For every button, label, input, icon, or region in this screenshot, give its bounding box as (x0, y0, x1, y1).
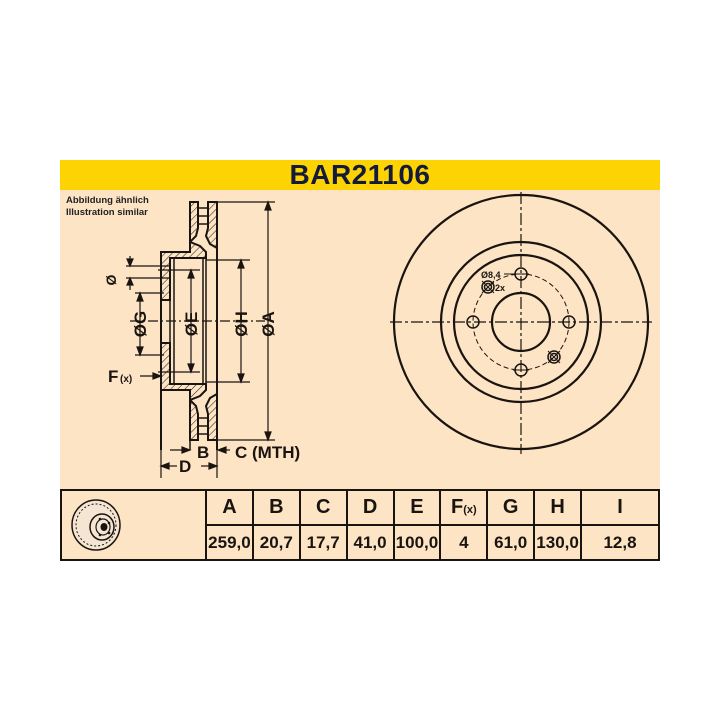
title-bar: BAR21106 (60, 160, 660, 190)
threaded-hole (481, 280, 495, 294)
part-number-title: BAR21106 (289, 159, 431, 190)
header-E: E (392, 489, 442, 526)
label-F: F (108, 367, 118, 386)
disc-thumbnail (60, 489, 207, 561)
label-H: ØH (232, 311, 251, 337)
label-G: ØG (131, 311, 150, 337)
value-D: 41,0 (345, 524, 395, 561)
value-G: 61,0 (486, 524, 536, 561)
dimension-table: A B C D E F(x) G H I 259,0 20,7 17,7 41,… (60, 489, 660, 561)
label-D: D (179, 457, 191, 476)
brake-disc-icon (71, 499, 121, 551)
illustration-note: Abbildung ähnlich Illustration similar (66, 195, 149, 219)
value-H: 130,0 (533, 524, 582, 561)
header-F: F(x) (439, 489, 489, 526)
value-F: 4 (439, 524, 489, 561)
header-B: B (251, 489, 301, 526)
header-H: H (533, 489, 582, 526)
front-view (390, 192, 652, 454)
header-G: G (486, 489, 536, 526)
hole-diameter-label: Ø8,4 (481, 270, 501, 280)
label-B: B (197, 443, 209, 462)
value-I: 12,8 (580, 524, 660, 561)
note-english: Illustration similar (66, 207, 148, 218)
hole-count-label: 2x (495, 283, 505, 293)
header-D: D (345, 489, 395, 526)
table-value-row: 259,0 20,7 17,7 41,0 100,0 4 61,0 130,0 … (61, 524, 660, 561)
label-C: C (MTH) (235, 443, 300, 462)
label-F-sub: (x) (120, 374, 132, 385)
value-E: 100,0 (392, 524, 442, 561)
label-hole-dia: Ø (103, 274, 119, 285)
value-A: 259,0 (205, 524, 254, 561)
note-german: Abbildung ähnlich (66, 195, 149, 206)
value-B: 20,7 (251, 524, 301, 561)
header-F-letter: F (450, 496, 464, 518)
header-A: A (205, 489, 254, 526)
technical-drawing: Ø ØG ØE ØH ØA F (x) B C (MTH) D (103, 192, 652, 478)
header-C: C (298, 489, 348, 526)
threaded-hole (547, 350, 561, 364)
table-header-row: A B C D E F(x) G H I (60, 489, 660, 561)
label-A: ØA (259, 311, 278, 337)
drawing-sheet: BAR21106 Abbildung ähnlich Illustration … (60, 160, 660, 561)
section-labels: Ø ØG ØE ØH ØA F (x) B C (MTH) D (103, 274, 300, 476)
header-I: I (580, 489, 660, 526)
dimension-lines (126, 200, 275, 478)
label-E: ØE (182, 312, 201, 337)
value-C: 17,7 (298, 524, 348, 561)
header-F-sub: (x) (463, 504, 477, 516)
